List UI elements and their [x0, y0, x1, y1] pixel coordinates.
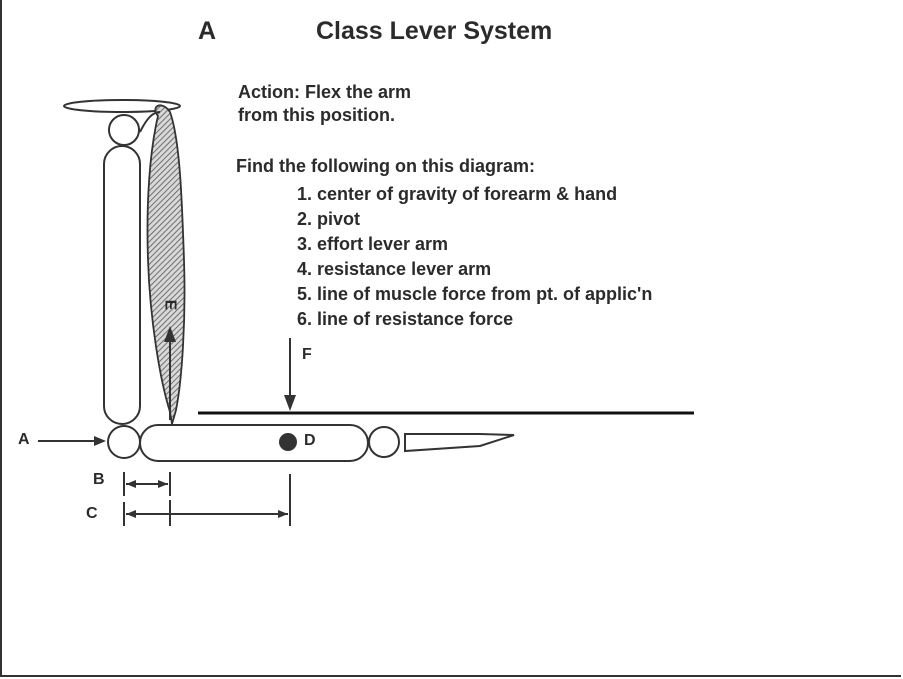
dimension-c-arrow-left: [126, 510, 136, 518]
list-item: 1. center of gravity of forearm & hand: [297, 184, 618, 204]
shoulder-joint: [108, 114, 140, 146]
page-title: Class Lever System: [316, 17, 553, 45]
label-b: B: [93, 471, 105, 488]
biceps-muscle: [146, 104, 186, 425]
forearm-bone: [139, 424, 369, 462]
label-f: F: [302, 346, 312, 363]
label-c: C: [86, 505, 98, 522]
elbow-joint: [107, 425, 141, 459]
action-line-1: Action: Flex the arm: [238, 82, 412, 102]
effort-arrowhead: [164, 326, 176, 342]
list-item: 4. resistance lever arm: [297, 259, 492, 279]
upper-arm-bone: [103, 145, 141, 425]
find-list: 1. center of gravity of forearm & hand 2…: [297, 182, 652, 332]
title-letter: A: [198, 17, 217, 45]
biceps-tendon: [139, 111, 161, 133]
list-item: 2. pivot: [297, 209, 361, 229]
resistance-arrowhead: [284, 395, 296, 411]
label-d: D: [304, 432, 316, 449]
find-heading: Find the following on this diagram:: [236, 156, 535, 176]
list-item: 5. line of muscle force from pt. of appl…: [297, 284, 653, 304]
wrist-joint: [368, 426, 400, 458]
dimension-b-arrow-left: [126, 480, 136, 488]
action-text: Action: Flex the arm from this position.: [238, 81, 411, 127]
pivot-pointer-arrowhead: [94, 436, 106, 446]
dimension-b-arrow-right: [158, 480, 168, 488]
dimension-c-arrow-right: [278, 510, 288, 518]
label-e: E: [161, 299, 179, 311]
shoulder-disc: [63, 99, 181, 113]
hand: [404, 433, 515, 453]
list-item: 6. line of resistance force: [297, 309, 514, 329]
action-line-2: from this position.: [238, 105, 395, 125]
list-item: 3. effort lever arm: [297, 234, 449, 254]
center-of-gravity-dot: [279, 433, 297, 451]
label-a: A: [18, 431, 30, 448]
